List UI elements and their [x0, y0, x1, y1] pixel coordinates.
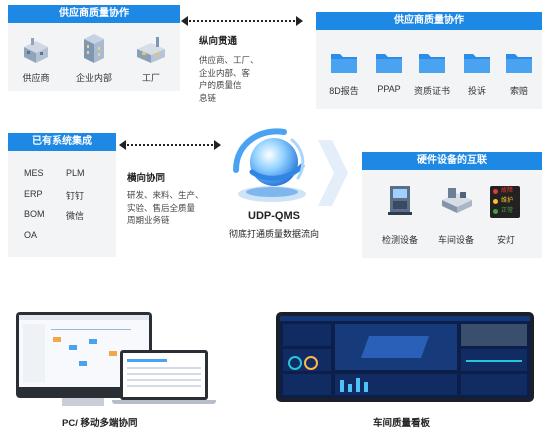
horizontal-line-2: 实验、售后全质量 [127, 202, 196, 213]
factory-label: 工厂 [141, 73, 160, 83]
system-mes: MES [24, 168, 44, 178]
doc-label-complaint: 投诉 [467, 86, 486, 96]
supplier-panel-title: 供应商质量协作 [8, 5, 180, 23]
enterprise-tower-icon [84, 34, 104, 63]
doc-label-ppap: PPAP [377, 84, 401, 94]
vertical-line-1: 供应商、工厂、 [199, 55, 259, 65]
doc-label-claim: 索赔 [509, 86, 528, 96]
system-plm: PLM [66, 168, 85, 178]
enterprise-label: 企业内部 [75, 73, 112, 83]
vertical-line-3: 户的质量信 [199, 80, 242, 90]
vertical-link-right-arrow [296, 16, 303, 26]
vertical-line-4: 息链 [199, 92, 217, 103]
system-dingtalk: 钉钉 [66, 191, 85, 201]
flow-chevron-arrow [318, 140, 348, 206]
dashboard-mockup [276, 312, 534, 402]
dashboard-screen [280, 316, 530, 398]
horizontal-link-left-arrow [119, 140, 126, 150]
vertical-desc: 供应商、工厂、 企业内部、客 户的质量信 息链 [199, 54, 289, 104]
vertical-line-2: 企业内部、客 [199, 67, 251, 78]
documents-panel-title: 供应商质量协作 [316, 12, 542, 30]
horizontal-link-right-arrow [214, 140, 221, 150]
pc-stand [62, 398, 104, 406]
supplier-building-icon [24, 38, 48, 63]
andon-fault-label: 故障 [501, 188, 514, 194]
qms-name: UDP-QMS [248, 210, 300, 222]
horizontal-link-line [124, 144, 216, 146]
hardware-panel-title: 硬件设备的互联 [362, 152, 542, 170]
folder-icon-certificate [419, 54, 445, 73]
system-bom: BOM [24, 209, 45, 219]
doc-label-certificate: 资质证书 [413, 86, 450, 96]
vertical-link-left-arrow [181, 16, 188, 26]
inspection-device-icon [388, 186, 412, 215]
horizontal-title: 横向协同 [127, 173, 166, 184]
folder-icon-complaint [464, 54, 490, 73]
supplier-label: 供应商 [22, 73, 50, 83]
documents-panel: 供应商质量协作 8D报告 PPAP 资质证书 投诉 索赔 [316, 12, 542, 109]
system-erp: ERP [24, 189, 43, 199]
system-wechat: 微信 [66, 211, 85, 221]
andon-maintain-label: 维护 [501, 198, 514, 204]
system-oa: OA [24, 230, 38, 240]
folder-icon-claim [506, 54, 532, 73]
horizontal-line-3: 周期业务链 [127, 215, 170, 225]
andon-light-icon: 故障 维护 正常 [490, 186, 520, 218]
qms-globe-icon [233, 128, 306, 202]
workshop-machine-icon [442, 188, 472, 213]
folder-icon-ppap [376, 54, 402, 73]
folder-icon-8d [331, 54, 357, 73]
qms-tagline: 彻底打通质量数据流向 [228, 229, 319, 239]
horizontal-line-1: 研发、来料、生产、 [127, 190, 204, 200]
laptop-screen [123, 353, 205, 397]
hardware-label-inspection: 检测设备 [381, 235, 418, 245]
andon-normal-label: 正常 [501, 208, 514, 214]
factory-icon [137, 37, 165, 63]
laptop-base [112, 400, 216, 404]
hardware-label-andon: 安灯 [496, 235, 515, 245]
vertical-title: 纵向贯通 [199, 36, 238, 47]
bottom-right-caption: 车间质量看板 [373, 418, 431, 429]
vertical-link-line [186, 20, 298, 22]
bottom-left-caption: PC/ 移动多端协同 [62, 418, 138, 429]
doc-label-8d: 8D报告 [329, 86, 359, 96]
laptop-mockup [120, 350, 208, 400]
systems-panel: 已有系统集成 MES ERP BOM OA PLM 钉钉 微信 [8, 133, 116, 257]
hardware-panel: 硬件设备的互联 检测设备 车间设备 故障 维护 正常 安灯 [362, 152, 542, 258]
hardware-label-workshop: 车间设备 [437, 235, 474, 245]
horizontal-desc: 研发、来料、生产、 实验、售后全质量 周期业务链 [127, 189, 219, 227]
systems-panel-title: 已有系统集成 [8, 133, 116, 151]
supplier-panel: 供应商质量协作 供应商 企业内部 工厂 [8, 5, 180, 91]
